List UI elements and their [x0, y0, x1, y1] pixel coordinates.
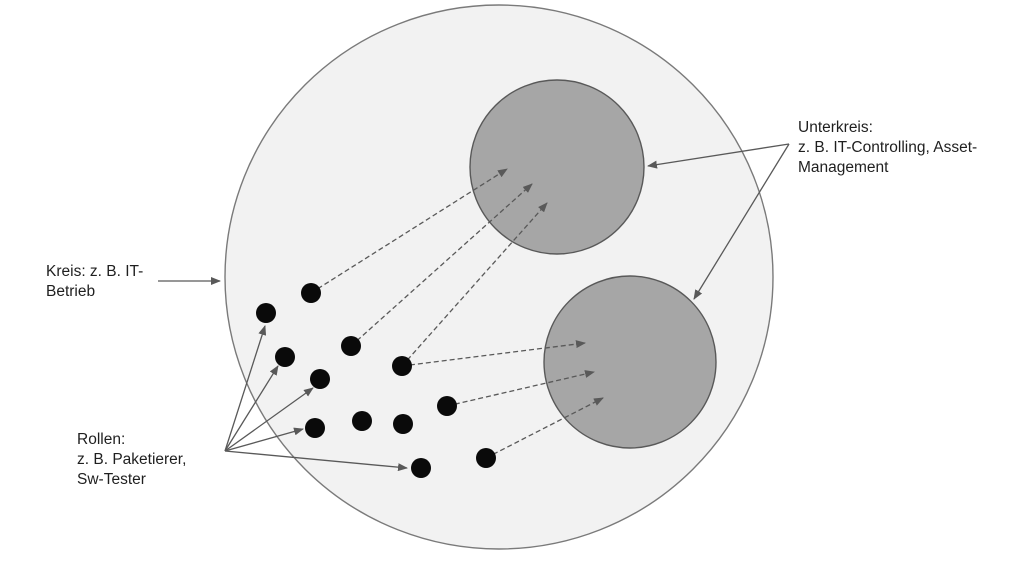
- rollen-pointer-arrow: [224, 450, 408, 472]
- kreis-label-line: Kreis: z. B. IT-: [46, 263, 144, 280]
- role-dot: [256, 303, 276, 323]
- kreis-circle: [224, 4, 774, 550]
- role-dot: [275, 347, 295, 367]
- unterkreis-pointer-bottom-arrow: [693, 143, 790, 300]
- role-link-arrow: [310, 168, 508, 294]
- rollen-pointer-arrow: [224, 387, 314, 452]
- unterkreis-label: Unterkreis: z. B. IT-Controlling, Asset-…: [798, 118, 977, 178]
- role-link-arrow: [485, 397, 604, 459]
- unterkreis-label-line: Management: [798, 159, 889, 176]
- rollen-pointer-arrow: [224, 427, 304, 452]
- role-link-arrow: [401, 340, 586, 367]
- role-dot: [476, 448, 496, 468]
- rollen-pointer-arrow: [224, 325, 267, 452]
- unterkreis-bottom-circle: [543, 275, 717, 449]
- role-dot: [305, 418, 325, 438]
- rollen-label-line: Rollen:: [77, 431, 126, 448]
- rollen-label: Rollen: z. B. Paketierer, Sw-Tester: [77, 430, 186, 490]
- unterkreis-label-line: z. B. IT-Controlling, Asset-: [798, 139, 978, 156]
- role-link-arrow: [401, 202, 548, 367]
- unterkreis-label-line: Unterkreis:: [798, 119, 873, 136]
- rollen-pointer-arrow: [224, 365, 279, 452]
- unterkreis-pointer-top-arrow: [647, 143, 790, 169]
- role-dot: [392, 356, 412, 376]
- unterkreis-top-circle: [469, 79, 645, 255]
- role-dot: [301, 283, 321, 303]
- rollen-label-line: z. B. Paketierer,: [77, 451, 187, 468]
- role-dot: [393, 414, 413, 434]
- role-dot: [341, 336, 361, 356]
- kreis-label: Kreis: z. B. IT- Betrieb: [46, 262, 143, 302]
- role-dot: [352, 411, 372, 431]
- role-dot: [411, 458, 431, 478]
- role-dot: [437, 396, 457, 416]
- role-link-arrow: [446, 370, 595, 407]
- rollen-label-line: Sw-Tester: [77, 471, 146, 488]
- role-dot: [310, 369, 330, 389]
- kreis-label-line: Betrieb: [46, 283, 96, 300]
- role-link-arrow: [350, 183, 533, 347]
